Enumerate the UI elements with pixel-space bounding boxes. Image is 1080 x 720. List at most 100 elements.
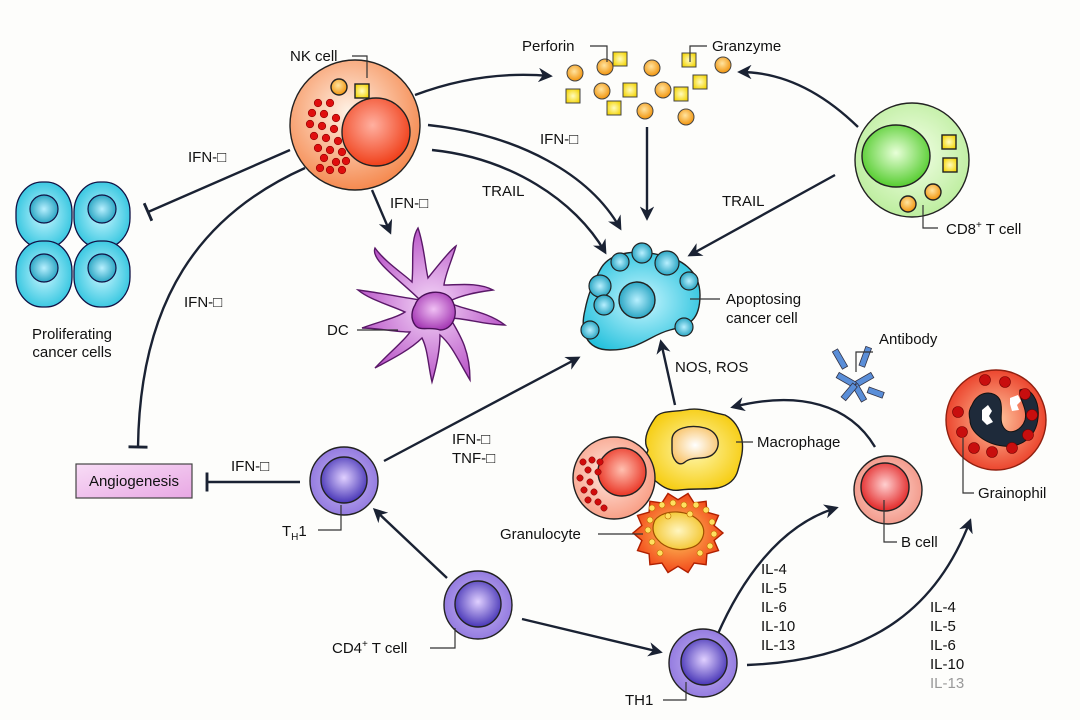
- cytokine-b-4: IL-13: [761, 637, 795, 654]
- edge-nk-to-perforin: [414, 67, 553, 97]
- granule: [317, 121, 327, 131]
- granule: [658, 501, 666, 509]
- granule: [1022, 429, 1034, 441]
- edge-nk-trail-to-apoptosing: [431, 148, 607, 255]
- perforin-granzyme-granules: [565, 51, 732, 126]
- granule: [680, 501, 688, 509]
- edge-cd4-to-th1: [372, 508, 448, 579]
- edge-th1-to-apoptosing: [383, 356, 581, 463]
- edge-nk-to-dc: [370, 189, 393, 235]
- granular-cell: [572, 436, 656, 520]
- apoptotic-bleb: [674, 317, 694, 337]
- perforin-granule: [654, 81, 672, 99]
- granule: [644, 526, 652, 534]
- granule: [313, 143, 323, 153]
- nk-granules: [305, 98, 351, 175]
- granule: [586, 478, 594, 486]
- apoptotic-bleb: [610, 252, 630, 272]
- cd8-t-cell: [854, 102, 970, 218]
- granule: [1006, 442, 1018, 454]
- granule: [986, 446, 998, 458]
- edge-nk-inhibits-angiogenesis: [128, 166, 306, 449]
- label-nk-trail: TRAIL: [482, 183, 525, 200]
- granzyme-granule: [673, 86, 689, 102]
- perforin-granule: [677, 108, 695, 126]
- granule: [331, 157, 341, 167]
- th1-cell-bottom: [668, 628, 738, 698]
- granule: [313, 98, 323, 108]
- label-th1-apoptosing-2: TNF-□: [452, 450, 495, 467]
- granule: [319, 153, 329, 163]
- cytokine-g-2: IL-6: [930, 637, 956, 654]
- granule: [584, 466, 592, 474]
- cytokine-g-0: IL-4: [930, 599, 956, 616]
- granule: [584, 496, 592, 504]
- label-cd8-trail: TRAIL: [722, 193, 765, 210]
- cytokine-g-3: IL-10: [930, 656, 964, 673]
- apoptosing-cancer-cell: [580, 242, 701, 351]
- granule: [588, 456, 596, 464]
- granule: [1019, 388, 1031, 400]
- granule: [333, 136, 343, 146]
- granule: [579, 458, 587, 466]
- cancer-cell-nucleus: [29, 253, 59, 283]
- granule: [686, 510, 694, 518]
- granzyme-label: Granzyme: [712, 38, 781, 55]
- b-cell-label: B cell: [901, 534, 938, 551]
- th1-cell-left: [309, 446, 379, 516]
- cytokine-b-3: IL-10: [761, 618, 795, 635]
- edge-nk-inhibits-proliferating: [142, 148, 291, 222]
- granule: [956, 426, 968, 438]
- granule: [321, 133, 331, 143]
- nk-cell: [289, 59, 421, 191]
- granule: [315, 163, 325, 173]
- dc-label: DC: [327, 322, 349, 339]
- cd4-t-cell-label: CD4+ T cell: [332, 639, 407, 657]
- granule: [329, 124, 339, 134]
- label-nk-to-proliferating: IFN-□: [188, 149, 226, 166]
- th1-left-label: TH1: [282, 523, 307, 543]
- granule: [664, 512, 672, 520]
- cytokine-g-1: IL-5: [930, 618, 956, 635]
- angiogenesis-label: Angiogenesis: [89, 473, 179, 490]
- granzyme-granule: [692, 74, 708, 90]
- granule: [337, 147, 347, 157]
- perforin-granule: [566, 64, 584, 82]
- perforin-granule: [714, 56, 732, 74]
- cancer-cell-nucleus: [87, 194, 117, 224]
- label-th1-to-angiogenesis: IFN-□: [231, 458, 269, 475]
- cd4-t-cell: [443, 570, 513, 640]
- granule: [706, 542, 714, 550]
- granule: [710, 530, 718, 538]
- granule: [590, 488, 598, 496]
- granule: [331, 113, 341, 123]
- label-nk-to-angiogenesis: IFN-□: [184, 294, 222, 311]
- nk-cell-label: NK cell: [290, 48, 338, 65]
- edge-cd4-to-th1-bottom: [521, 617, 663, 657]
- cytokine-b-2: IL-6: [761, 599, 787, 616]
- apoptotic-bleb: [679, 271, 699, 291]
- perforin-granule: [636, 102, 654, 120]
- antibody: [831, 345, 885, 403]
- perforin-granule: [596, 58, 614, 76]
- b-cell: [853, 455, 923, 525]
- granule: [325, 98, 335, 108]
- apoptotic-bleb: [631, 242, 653, 264]
- granule: [319, 109, 329, 119]
- label-nk-ifn-apoptosing: IFN-□: [540, 131, 578, 148]
- granule: [580, 486, 588, 494]
- granule: [648, 538, 656, 546]
- granule: [305, 119, 315, 129]
- granule: [341, 156, 351, 166]
- edge-macrophage-to-apoptosing: [656, 339, 677, 406]
- proliferating-cancer-cells: [15, 181, 131, 308]
- perforin-label: Perforin: [522, 38, 575, 55]
- granule: [692, 501, 700, 509]
- granule: [669, 499, 677, 507]
- edge-th1-to-grainophil: [746, 518, 973, 667]
- granzyme-granule: [681, 52, 697, 68]
- granzyme-granule: [606, 100, 622, 116]
- granule: [596, 458, 604, 466]
- granule: [337, 165, 347, 175]
- perforin-granule: [593, 82, 611, 100]
